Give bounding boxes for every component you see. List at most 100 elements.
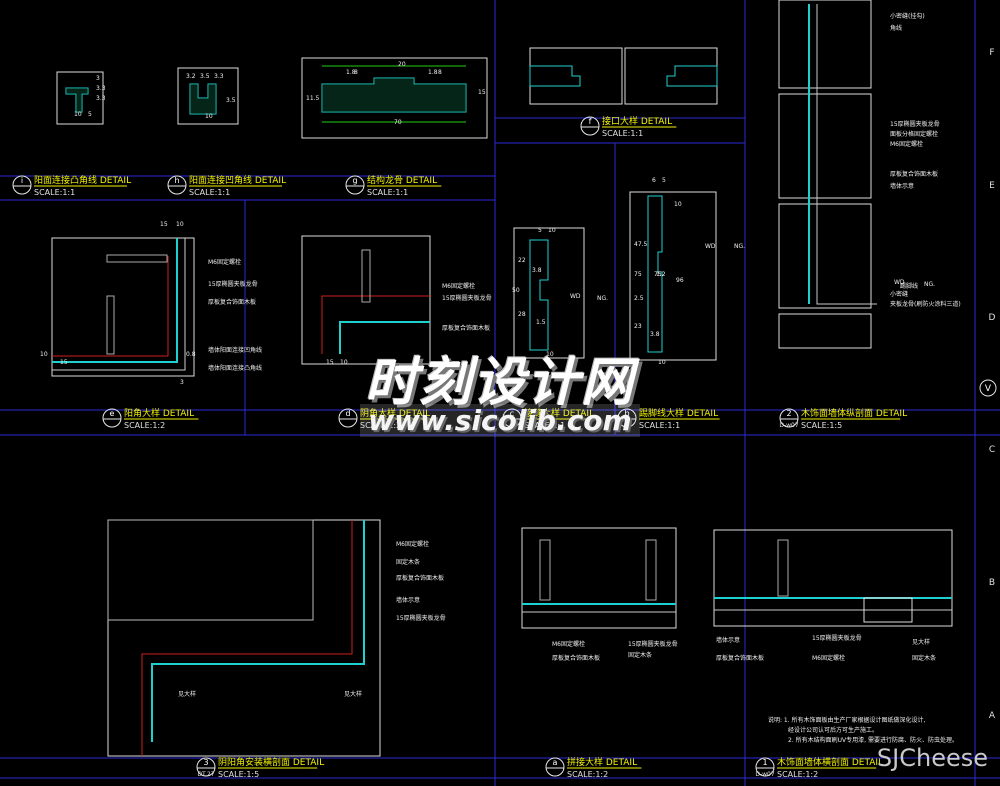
title-block-circle bbox=[12, 175, 32, 195]
title-block-id: g bbox=[352, 176, 357, 185]
annotation-see_detail: 见大样 bbox=[912, 638, 930, 646]
title-block-id: c bbox=[510, 409, 514, 418]
axis-letter-A: A bbox=[989, 711, 996, 721]
annotation-wood_strip2: 固定木条 bbox=[912, 654, 936, 662]
annotation-m6: M6固定螺栓 bbox=[552, 640, 585, 648]
detail-b-section bbox=[629, 191, 717, 361]
title-block-scale: SCALE:1:1 bbox=[189, 188, 230, 197]
annotation-composite: 厚板复合饰面木板 bbox=[208, 298, 256, 306]
detail-f-profile bbox=[529, 47, 718, 105]
dimension-g: 1.8 bbox=[428, 69, 438, 76]
general-notes: 说明: 1. 所有木饰面板由生产厂家根据设计图纸做深化设计,经设计公司认可后方可… bbox=[768, 716, 958, 744]
axis-letter-C: C bbox=[989, 445, 995, 455]
title-block-circle bbox=[167, 175, 187, 195]
title-block-id: 2 bbox=[786, 409, 791, 418]
title-block-title: 阳面连接凸角线 DETAIL bbox=[34, 174, 131, 186]
title-block-id: b bbox=[624, 409, 629, 418]
dimension-e: 15 bbox=[60, 359, 68, 366]
title-block-scale: SCALE:1:2 bbox=[360, 421, 401, 430]
title-block-circle bbox=[545, 757, 565, 777]
dimension-c: 50 bbox=[512, 287, 520, 294]
dimension-b: 10 bbox=[674, 201, 682, 208]
title-block-id: a bbox=[553, 758, 558, 767]
annotation-small_joint2: 小密缝 bbox=[890, 290, 908, 298]
title-block-title: 阴角大样 DETAIL bbox=[360, 407, 430, 419]
dimension-g: 70 bbox=[394, 119, 402, 126]
title-block-scale: SCALE:1:5 bbox=[801, 421, 842, 430]
dimension-h: 3.5 bbox=[200, 73, 210, 80]
title-block-scale: SCALE:1:2 bbox=[124, 421, 165, 430]
dimension-c: 10 bbox=[546, 351, 554, 358]
annotation-panel_keel: 墙体阳面连接凹角线 bbox=[208, 346, 262, 354]
dimension-b: 2.5 bbox=[634, 295, 644, 302]
annotation-composite: 厚板复合饰面木板 bbox=[552, 654, 600, 662]
dimension-e: 10 bbox=[40, 351, 48, 358]
annotation-wood_strip2: 固定木条 bbox=[628, 651, 652, 659]
dimension-e: 15 bbox=[160, 221, 168, 228]
title-block-scale: SCALE:1:1 bbox=[524, 421, 565, 430]
title-block-id: h bbox=[174, 176, 179, 185]
annotation-wall: 墙体示意 bbox=[396, 596, 420, 604]
annotation-m6: M6固定螺栓 bbox=[890, 140, 923, 148]
title-block-title: 拼接大样 DETAIL bbox=[567, 756, 637, 768]
annotation-ng: NG. bbox=[597, 295, 608, 302]
detail-a-section bbox=[521, 527, 677, 629]
dimension-g: 15 bbox=[478, 89, 486, 96]
dimension-b: 75 bbox=[634, 271, 642, 278]
annotation-m6: M6固定螺栓 bbox=[812, 654, 845, 662]
title-block-title: 接口大样 DETAIL bbox=[602, 115, 672, 127]
annotation-keel15: 15厚椭圆夹板龙骨 bbox=[890, 120, 940, 128]
title-block-title: 踢脚线大样 DETAIL bbox=[639, 407, 718, 419]
annotation-wood_strip: 固定木条 bbox=[396, 558, 420, 566]
title-block-title: 木饰面墙体横剖面 DETAIL bbox=[777, 756, 883, 768]
title-block-scale: SCALE:1:1 bbox=[34, 188, 75, 197]
title-block-id: 3 bbox=[203, 758, 208, 767]
title-block-sub: D-w07 bbox=[779, 422, 799, 429]
dimension-b: 6 bbox=[652, 177, 656, 184]
annotation-small_joint: 小密缝(挂勾) bbox=[890, 12, 925, 20]
dimension-e: 0.8 bbox=[186, 351, 196, 358]
annotation-composite: 厚板复合饰面木板 bbox=[890, 170, 938, 178]
annotation-m6: M6固定螺栓 bbox=[396, 540, 429, 548]
annotation-wd: WD bbox=[894, 279, 905, 286]
dimension-g: 8 bbox=[354, 69, 358, 76]
dimension-h: 3.3 bbox=[214, 73, 224, 80]
dimension-e: 10 bbox=[176, 221, 184, 228]
title-block-circle bbox=[345, 175, 365, 195]
annotation-composite: 厚板复合饰面木板 bbox=[442, 324, 490, 332]
dimension-i: 10 bbox=[74, 111, 82, 118]
note-line-1: 说明: 1. 所有木饰面板由生产厂家根据设计图纸做深化设计, bbox=[768, 716, 926, 724]
annotation-keel15: 15厚椭圆夹板龙骨 bbox=[208, 280, 258, 288]
title-block-circle bbox=[779, 408, 799, 428]
dimension-e: 3 bbox=[180, 379, 184, 386]
dimension-b: 10 bbox=[658, 359, 666, 366]
detail-i-profile bbox=[56, 71, 104, 125]
axis-letter-E: E bbox=[989, 181, 995, 191]
detail-c-section bbox=[513, 227, 585, 359]
title-block-id: d bbox=[345, 409, 350, 418]
dimension-c: 1.5 bbox=[536, 319, 546, 326]
axis-circle-letter: V bbox=[985, 384, 992, 394]
dimension-b: 5 bbox=[662, 177, 666, 184]
axis-circle bbox=[979, 379, 997, 397]
dimension-c: 28 bbox=[518, 311, 526, 318]
annotation-see_detail: 见大样 bbox=[178, 690, 196, 698]
dimension-b: 23 bbox=[634, 323, 642, 330]
dimension-g: 20 bbox=[398, 61, 406, 68]
title-block-circle bbox=[580, 116, 600, 136]
dimension-i: 3.3 bbox=[96, 95, 106, 102]
axis-letter-D: D bbox=[989, 313, 996, 323]
annotation-ng: NG. bbox=[924, 281, 935, 288]
title-block-scale: SCALE:1:2 bbox=[777, 770, 818, 779]
